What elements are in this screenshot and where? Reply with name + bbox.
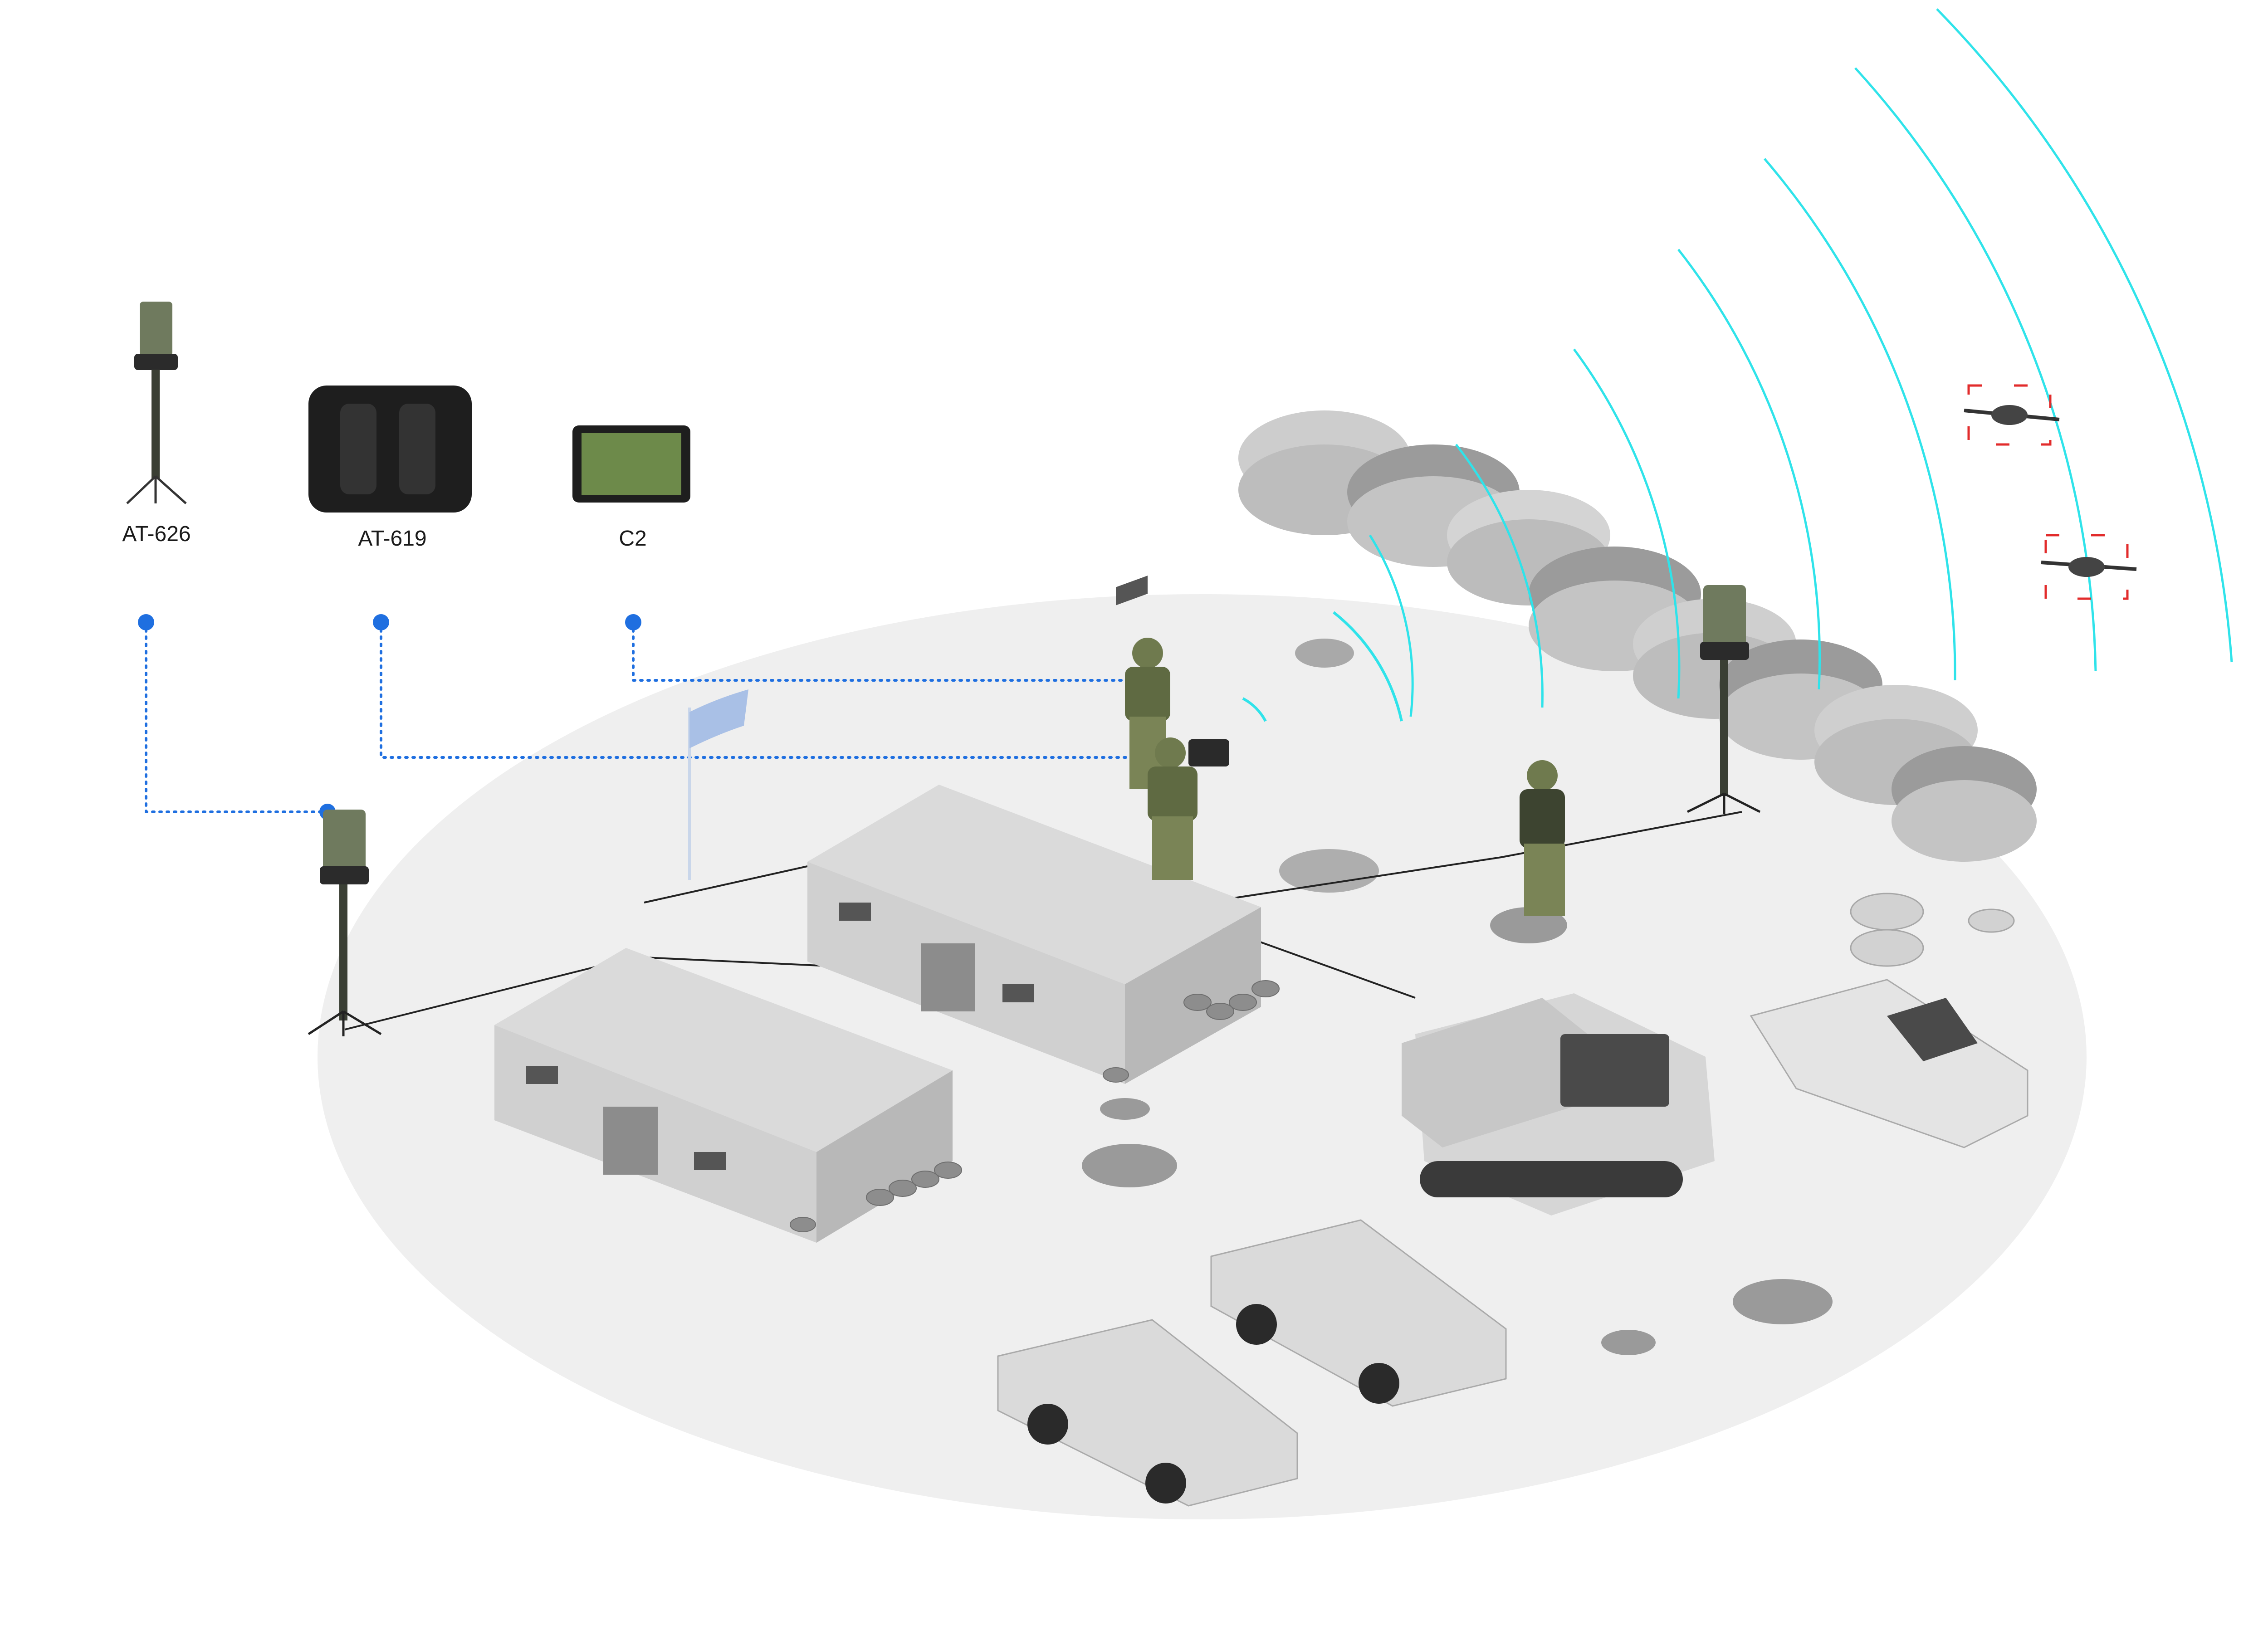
sandbag-wall: [1238, 410, 2037, 862]
antenna-mast-icon: [1686, 585, 1761, 814]
sandbag-icon: [1238, 410, 2037, 862]
tire-stack: [1850, 893, 2015, 967]
flag-icon: [688, 689, 748, 880]
operator-signal-waves: [1242, 611, 1403, 722]
product-label-at619: AT-619: [358, 527, 427, 551]
product-label-c2: C2: [619, 527, 647, 551]
product-at626-image: [126, 302, 187, 504]
drone-icon: [1964, 384, 2060, 446]
ground-area: [318, 594, 2087, 1519]
tent-icon: [494, 948, 953, 1243]
armored-car-icon: [1210, 1219, 1507, 1407]
car-icon: [1750, 979, 2028, 1148]
drone-icon: [2041, 534, 2137, 600]
ground-shadows: [1082, 639, 1833, 1355]
rocket-launcher-icon: [1402, 993, 1715, 1216]
antenna-mast-icon: [308, 810, 382, 1036]
product-label-at626: AT-626: [122, 522, 191, 546]
signal-waves: [1369, 8, 2233, 717]
soldier-icon: [1148, 737, 1229, 880]
armored-car-icon: [997, 1319, 1298, 1507]
product-links: [145, 621, 1160, 813]
product-c2-image: [572, 425, 690, 503]
barrel-icon: [790, 980, 1280, 1232]
soldier-icon: [1520, 760, 1565, 916]
product-at619-image: [308, 386, 472, 513]
